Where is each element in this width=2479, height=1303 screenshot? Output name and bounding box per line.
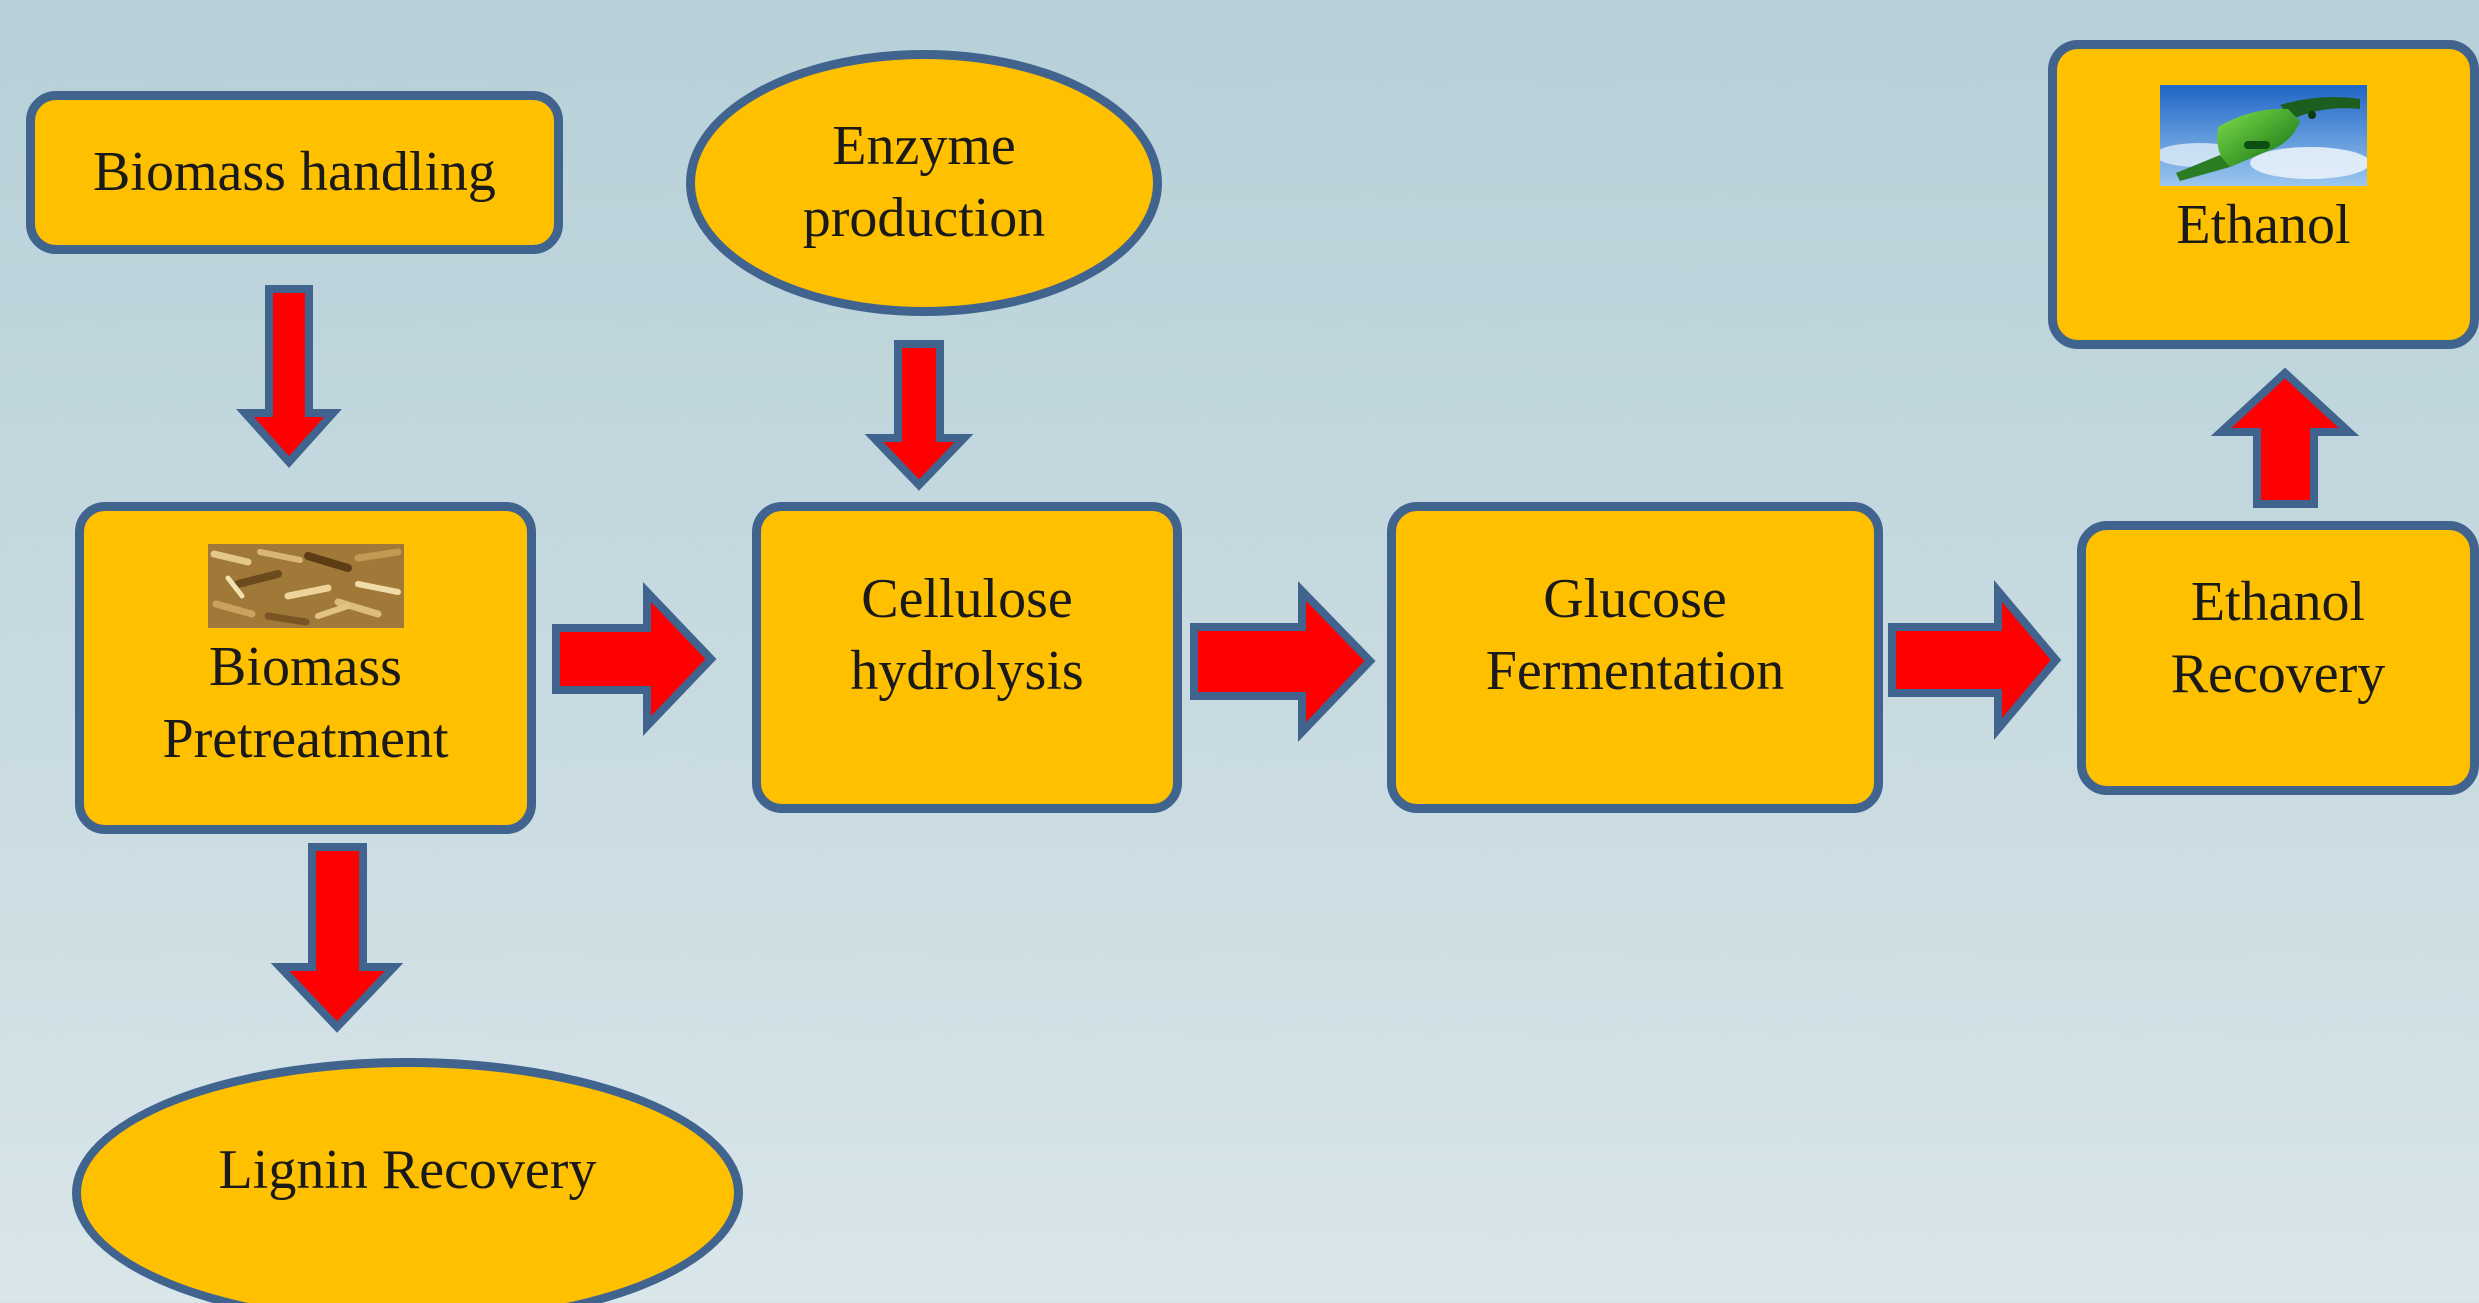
arrow-pretreatment-to-lignin — [270, 843, 404, 1033]
enzyme-production-label: Enzyme production — [802, 115, 1046, 249]
cellulose-hydrolysis-label: Cellulose hydrolysis — [850, 568, 1084, 702]
ethanol-node[interactable]: Ethanol — [2048, 40, 2479, 349]
lignin-recovery-label: Lignin Recovery — [218, 1139, 597, 1201]
ethanol-label: Ethanol — [2176, 194, 2351, 256]
biomass-handling-label: Biomass handling — [93, 140, 496, 203]
arrow-recovery-to-ethanol — [2210, 367, 2360, 508]
arrow-enzyme-to-hydrolysis — [864, 340, 974, 491]
arrow-pretreatment-to-hydrolysis — [552, 582, 717, 736]
ethanol-recovery-node[interactable]: Ethanol Recovery — [2077, 521, 2479, 795]
biomass-handling-node[interactable]: Biomass handling — [26, 91, 563, 254]
cellulose-hydrolysis-node[interactable]: Cellulose hydrolysis — [752, 502, 1182, 813]
glucose-fermentation-label: Glucose Fermentation — [1485, 568, 1785, 702]
ethanol-recovery-label: Ethanol Recovery — [2170, 571, 2386, 705]
glucose-fermentation-node[interactable]: Glucose Fermentation — [1387, 502, 1883, 813]
enzyme-production-node[interactable]: Enzyme production — [686, 50, 1162, 316]
biomass-pretreatment-label: Biomass Pretreatment — [162, 636, 449, 770]
wood-chips-icon — [207, 544, 404, 628]
arrow-fermentation-to-recovery — [1888, 580, 2062, 740]
arrow-handling-to-pretreatment — [236, 285, 342, 468]
biomass-pretreatment-node[interactable]: Biomass Pretreatment — [75, 502, 536, 834]
lignin-recovery-node[interactable]: Lignin Recovery — [72, 1058, 743, 1303]
fuel-nozzle-icon — [2160, 85, 2367, 186]
arrow-hydrolysis-to-fermentation — [1190, 581, 1376, 742]
